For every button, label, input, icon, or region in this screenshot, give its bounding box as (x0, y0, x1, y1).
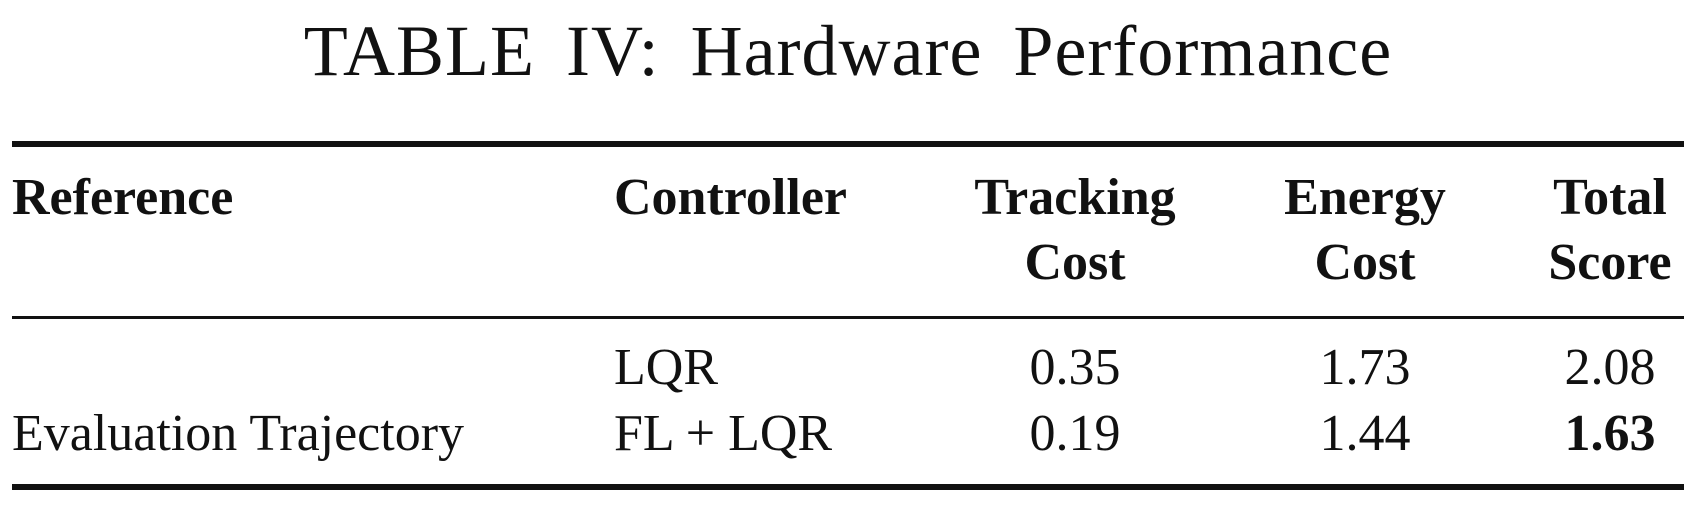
header-energy-line2: Cost (1314, 234, 1416, 291)
tracking-cost-cell: 0.35 (1029, 339, 1121, 396)
controller-cell: LQR (614, 339, 718, 396)
total-score-best-cell: 1.63 (1564, 405, 1656, 462)
top-rule (12, 141, 1684, 147)
reference-cell: Evaluation Trajectory (12, 405, 465, 462)
header-total-line1: Total (1553, 169, 1667, 226)
header-total-line2: Score (1548, 234, 1672, 291)
tracking-cost-cell: 0.19 (1029, 405, 1121, 462)
total-score-cell: 2.08 (1564, 339, 1656, 396)
energy-cost-cell: 1.73 (1319, 339, 1411, 396)
header-reference: Reference (12, 169, 234, 226)
header-energy-line1: Energy (1284, 169, 1446, 226)
energy-cost-cell: 1.44 (1319, 405, 1411, 462)
header-tracking-line1: Tracking (974, 169, 1176, 226)
header-controller: Controller (614, 169, 847, 226)
header-tracking-line2: Cost (1024, 234, 1126, 291)
header-rule (12, 316, 1684, 319)
bottom-rule (12, 484, 1684, 490)
controller-cell: FL + LQR (614, 405, 833, 462)
table-caption: TABLE IV: Hardware Performance (303, 11, 1393, 91)
